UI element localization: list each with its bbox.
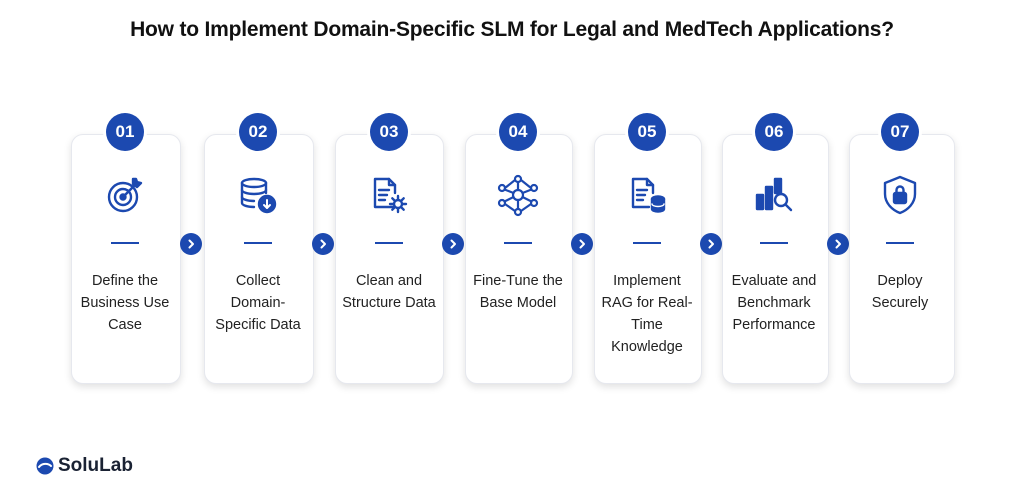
step-label-4: Fine-Tune the Base Model — [473, 273, 563, 311]
chevron-right-icon — [571, 233, 593, 255]
document-gear-icon — [367, 173, 411, 217]
step-number-badge-5: 05 — [628, 113, 666, 151]
step-number-badge-2: 02 — [239, 113, 277, 151]
step-number-badge-3: 03 — [370, 113, 408, 151]
step-number-badge-4: 04 — [499, 113, 537, 151]
chevron-right-icon — [442, 233, 464, 255]
step-divider-7 — [886, 242, 914, 244]
step-card-3 — [335, 134, 444, 384]
solulab-logo: SoluLab — [36, 455, 133, 477]
step-label-1: Define the Business Use Case — [80, 273, 170, 333]
step-card-6 — [722, 134, 829, 384]
step-divider-3 — [375, 242, 403, 244]
chevron-right-icon — [312, 233, 334, 255]
logo-text: SoluLab — [58, 455, 133, 476]
chevron-right-icon — [700, 233, 722, 255]
chevron-right-icon — [180, 233, 202, 255]
step-divider-4 — [504, 242, 532, 244]
step-label-6: Evaluate and Benchmark Performance — [731, 273, 817, 333]
step-label-2: Collect Domain-Specific Data — [215, 273, 301, 333]
bar-chart-magnifier-icon — [752, 173, 796, 217]
step-label-5: Implement RAG for Real-Time Knowledge — [601, 273, 693, 355]
neural-network-icon — [496, 173, 540, 217]
chevron-right-icon — [827, 233, 849, 255]
step-card-2 — [204, 134, 314, 384]
database-download-icon — [236, 173, 280, 217]
step-card-7 — [849, 134, 955, 384]
page-title: How to Implement Domain-Specific SLM for… — [130, 18, 894, 41]
step-divider-1 — [111, 242, 139, 244]
step-divider-5 — [633, 242, 661, 244]
step-number-badge-6: 06 — [755, 113, 793, 151]
shield-lock-icon — [878, 173, 922, 217]
step-label-3: Clean and Structure Data — [342, 273, 436, 311]
step-divider-6 — [760, 242, 788, 244]
target-icon — [103, 173, 147, 217]
step-number-badge-1: 01 — [106, 113, 144, 151]
step-number-badge-7: 07 — [881, 113, 919, 151]
document-database-icon — [625, 173, 669, 217]
step-label-7: Deploy Securely — [871, 273, 929, 311]
step-card-1 — [71, 134, 181, 384]
step-card-4 — [465, 134, 573, 384]
step-divider-2 — [244, 242, 272, 244]
solulab-logo-icon — [36, 457, 54, 475]
step-card-5 — [594, 134, 702, 384]
